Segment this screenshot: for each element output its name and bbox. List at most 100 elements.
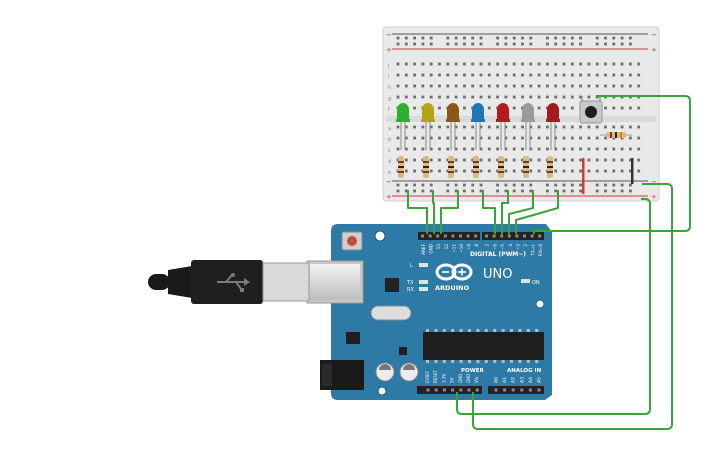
digital-label: DIGITAL (PWM~) <box>470 251 526 258</box>
breadboard-hole <box>612 84 616 88</box>
breadboard-hole <box>570 73 574 77</box>
breadboard-hole <box>471 169 475 173</box>
rail-hole <box>479 36 483 40</box>
header-pin <box>530 234 534 238</box>
usb-plug-strain <box>168 266 192 298</box>
breadboard-hole <box>521 169 524 173</box>
rail-hole <box>579 36 582 40</box>
rail-hole <box>554 189 558 193</box>
chip-pin <box>468 360 471 363</box>
breadboard-hole <box>554 84 558 88</box>
wire-led4 <box>482 190 496 234</box>
breadboard-hole <box>521 62 524 66</box>
breadboard-hole <box>521 125 524 129</box>
breadboard-hole <box>463 147 466 151</box>
rail-hole <box>454 42 458 46</box>
rail-hole <box>570 189 574 193</box>
breadboard-hole <box>554 125 558 129</box>
breadboard-hole <box>570 147 574 151</box>
breadboard-hole <box>396 62 400 66</box>
breadboard-hole <box>612 62 616 66</box>
breadboard-hole <box>554 147 558 151</box>
digital-pin-label: TX→1 <box>531 244 536 257</box>
chip-pin <box>459 329 463 332</box>
rail-hole <box>463 189 466 193</box>
breadboard-hole <box>637 147 641 151</box>
rail-hole <box>579 42 582 46</box>
breadboard-hole <box>612 158 616 162</box>
breadboard-hole <box>454 147 458 151</box>
breadboard-hole <box>396 125 400 129</box>
usb-cable-wire <box>148 274 170 290</box>
rail-hole <box>454 189 458 193</box>
breadboard-hole <box>438 84 441 88</box>
analog-pin-label: A0 <box>494 377 500 383</box>
rail-hole <box>620 183 624 187</box>
breadboard-hole <box>637 125 641 129</box>
breadboard-hole <box>471 62 475 66</box>
breadboard-hole <box>612 106 616 110</box>
breadboard-hole <box>438 125 441 129</box>
breadboard-hole <box>413 106 416 110</box>
rail-hole <box>562 42 566 46</box>
breadboard-hole <box>421 125 425 129</box>
rail-hole <box>504 36 508 40</box>
breadboard-hole <box>562 95 566 99</box>
small-chip <box>399 347 407 355</box>
digital-pin-label: AREF <box>421 243 426 254</box>
breadboard-hole <box>595 84 599 88</box>
usb-plug-metal <box>262 262 310 302</box>
breadboard-hole <box>396 147 400 151</box>
breadboard-hole <box>504 136 508 140</box>
breadboard-hole <box>463 169 466 173</box>
rail-hole <box>504 42 508 46</box>
rail-hole <box>604 183 607 187</box>
breadboard-hole <box>537 158 541 162</box>
rail-hole <box>512 189 516 193</box>
rail-hole <box>612 36 616 40</box>
usb-cable <box>148 260 310 304</box>
wire-button <box>533 95 691 234</box>
breadboard-hole <box>496 73 499 77</box>
breadboard-hole <box>421 62 425 66</box>
breadboard-hole <box>554 169 558 173</box>
breadboard-hole <box>546 73 549 77</box>
breadboard-hole <box>413 136 416 140</box>
breadboard-hole <box>512 95 516 99</box>
breadboard-hole <box>529 125 533 129</box>
breadboard-hole <box>637 169 641 173</box>
breadboard-hole <box>487 95 491 99</box>
usb-symbol-icon <box>217 273 250 292</box>
rail-hole <box>521 36 524 40</box>
breadboard-hole <box>512 73 516 77</box>
breadboard-hole <box>587 169 591 173</box>
rail-hole <box>620 42 624 46</box>
breadboard-hole <box>421 147 425 151</box>
led <box>421 103 435 150</box>
breadboard-hole <box>595 169 599 173</box>
breadboard-hole <box>554 73 558 77</box>
breadboard-hole <box>479 73 483 77</box>
rail-hole <box>512 183 516 187</box>
breadboard-hole <box>512 84 516 88</box>
onboard-leds: L TX RX ON <box>406 263 540 293</box>
breadboard-hole <box>471 125 475 129</box>
chip-pin <box>459 360 463 363</box>
header-pin <box>515 234 519 238</box>
breadboard-hole <box>438 136 441 140</box>
breadboard-hole <box>438 73 441 77</box>
led <box>446 103 460 150</box>
breadboard-hole <box>570 106 574 110</box>
row-letter: d <box>388 159 391 165</box>
rail-hole <box>396 183 400 187</box>
rail-hole <box>421 183 425 187</box>
breadboard-hole <box>504 73 508 77</box>
analog-header <box>488 386 544 394</box>
rail-hole <box>529 36 533 40</box>
wires <box>407 95 691 430</box>
breadboard-hole <box>562 147 566 151</box>
breadboard-hole <box>446 84 450 88</box>
breadboard-hole <box>479 147 483 151</box>
rail-hole <box>479 42 483 46</box>
breadboard-hole <box>529 95 533 99</box>
